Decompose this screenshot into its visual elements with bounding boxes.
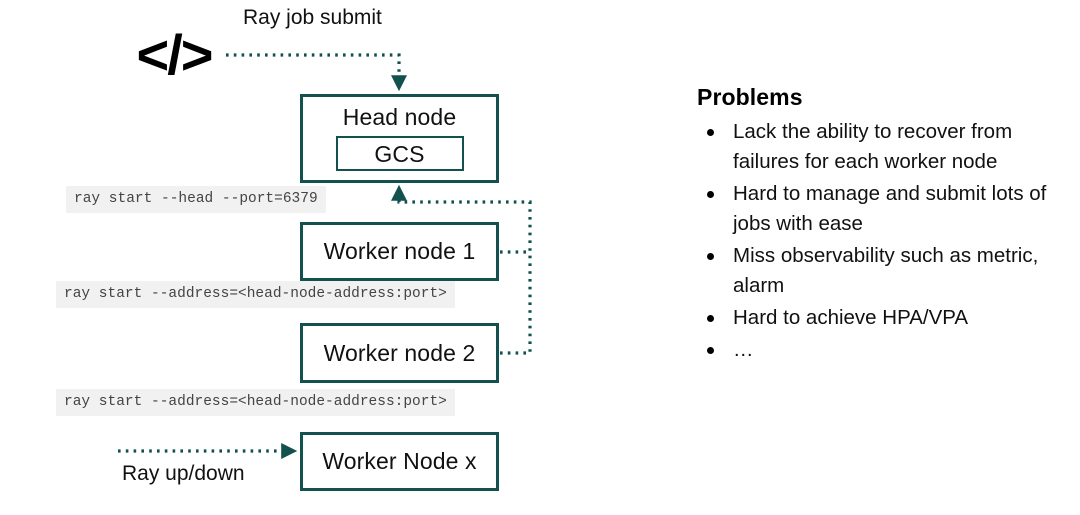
list-item: Lack the ability to recover from failure…	[697, 117, 1057, 177]
command-ray-start-address-2: ray start --address=<head-node-address:p…	[56, 389, 455, 416]
label-ray-up-down: Ray up/down	[122, 462, 245, 485]
node-worker-x-label: Worker Node x	[322, 448, 477, 475]
node-worker-2[interactable]: Worker node 2	[300, 323, 499, 383]
bullet-icon	[707, 191, 714, 198]
problems-panel: Problems Lack the ability to recover fro…	[697, 84, 1057, 367]
list-item: Miss observability such as metric, alarm	[697, 241, 1057, 301]
list-item-text: Miss observability such as metric, alarm	[733, 244, 1039, 297]
bullet-icon	[707, 315, 714, 322]
node-worker-1-label: Worker node 1	[323, 238, 476, 265]
connector-worker2-to-trunk	[500, 252, 532, 355]
list-item: Hard to achieve HPA/VPA	[697, 303, 1057, 333]
node-worker-x[interactable]: Worker Node x	[300, 432, 499, 491]
node-head[interactable]: Head node GCS	[300, 94, 499, 183]
node-gcs[interactable]: GCS	[335, 136, 464, 172]
bullet-icon	[707, 347, 714, 354]
node-worker-1[interactable]: Worker node 1	[300, 222, 499, 281]
connector-worker1-to-gcs	[391, 184, 532, 254]
list-item-text: Hard to manage and submit lots of jobs w…	[733, 182, 1047, 235]
code-brackets-icon: </>	[136, 23, 214, 86]
node-head-label: Head node	[342, 104, 457, 130]
list-item: Hard to manage and submit lots of jobs w…	[697, 179, 1057, 239]
connector-ray-job-submit	[226, 53, 407, 92]
bullet-icon	[707, 253, 714, 260]
command-ray-start-address-1: ray start --address=<head-node-address:p…	[56, 281, 455, 308]
list-item-text: Lack the ability to recover from failure…	[733, 120, 1013, 173]
problems-list: Lack the ability to recover from failure…	[697, 117, 1057, 365]
list-item: …	[697, 335, 1057, 365]
bullet-icon	[707, 129, 714, 136]
list-item-text: …	[733, 338, 754, 361]
command-ray-start-head: ray start --head --port=6379	[66, 186, 326, 213]
node-worker-2-label: Worker node 2	[323, 339, 476, 366]
problems-title: Problems	[697, 84, 803, 110]
list-item-text: Hard to achieve HPA/VPA	[733, 306, 969, 329]
label-ray-job-submit: Ray job submit	[243, 6, 382, 29]
